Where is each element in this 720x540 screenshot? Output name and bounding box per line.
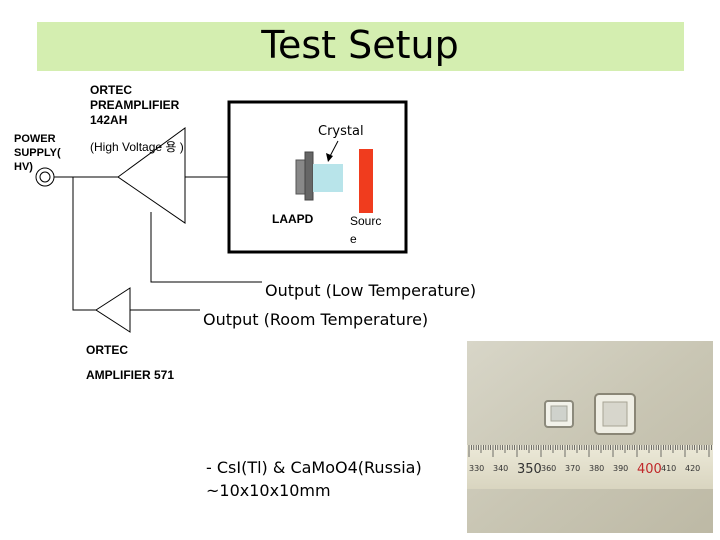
crystal-size-label: ~10x10x10mm xyxy=(206,481,331,500)
ruler-number: 400 xyxy=(637,462,662,477)
ruler-number: 410 xyxy=(661,464,676,473)
crystal-block xyxy=(313,164,343,192)
crystal-label: Crystal xyxy=(318,124,364,139)
preamplifier-triangle xyxy=(117,127,186,224)
ruler-number: 360 xyxy=(541,464,556,473)
title-band xyxy=(37,22,684,71)
amp-input-line xyxy=(72,177,96,311)
ruler-number: 420 xyxy=(685,464,700,473)
ruler-number: 370 xyxy=(565,464,580,473)
source-label: Sourc e xyxy=(350,214,382,246)
amplifier-label-line1: ORTEC xyxy=(86,343,128,357)
source-block xyxy=(359,149,373,213)
laapd-mount xyxy=(295,159,306,195)
preamplifier-label: ORTEC PREAMPLIFIER 142AH xyxy=(90,83,180,127)
laapd-detector xyxy=(304,151,314,201)
photo-background xyxy=(467,341,713,533)
amplifier-triangle xyxy=(95,287,131,333)
output-low-label: Output (Low Temperature) xyxy=(265,281,477,300)
output-room-label: Output (Room Temperature) xyxy=(203,310,429,329)
crystal-types-label: - CsI(Tl) & CaMoO4(Russia) xyxy=(206,458,422,477)
output-low-line xyxy=(150,212,262,283)
ruler-number: 350 xyxy=(517,462,542,477)
ruler-number: 390 xyxy=(613,464,628,473)
high-voltage-label: (High Voltage 용 ) xyxy=(90,140,184,154)
laapd-label: LAAPD xyxy=(272,212,314,226)
small-crystal-inner xyxy=(550,405,568,422)
ruler-ticks xyxy=(468,445,712,457)
ruler xyxy=(467,445,713,489)
cryostat-box xyxy=(227,100,408,254)
large-crystal-inner xyxy=(602,401,628,427)
crystal-pointer-head xyxy=(326,153,333,162)
page-title: Test Setup xyxy=(261,23,459,67)
ruler-number: 380 xyxy=(589,464,604,473)
amplifier-label-line2: AMPLIFIER 571 xyxy=(86,368,175,382)
ruler-number: 330 xyxy=(469,464,484,473)
power-supply-label: POWER SUPPLY( HV) xyxy=(14,133,61,173)
hv-connector-inner xyxy=(39,171,51,183)
ruler-number: 340 xyxy=(493,464,508,473)
